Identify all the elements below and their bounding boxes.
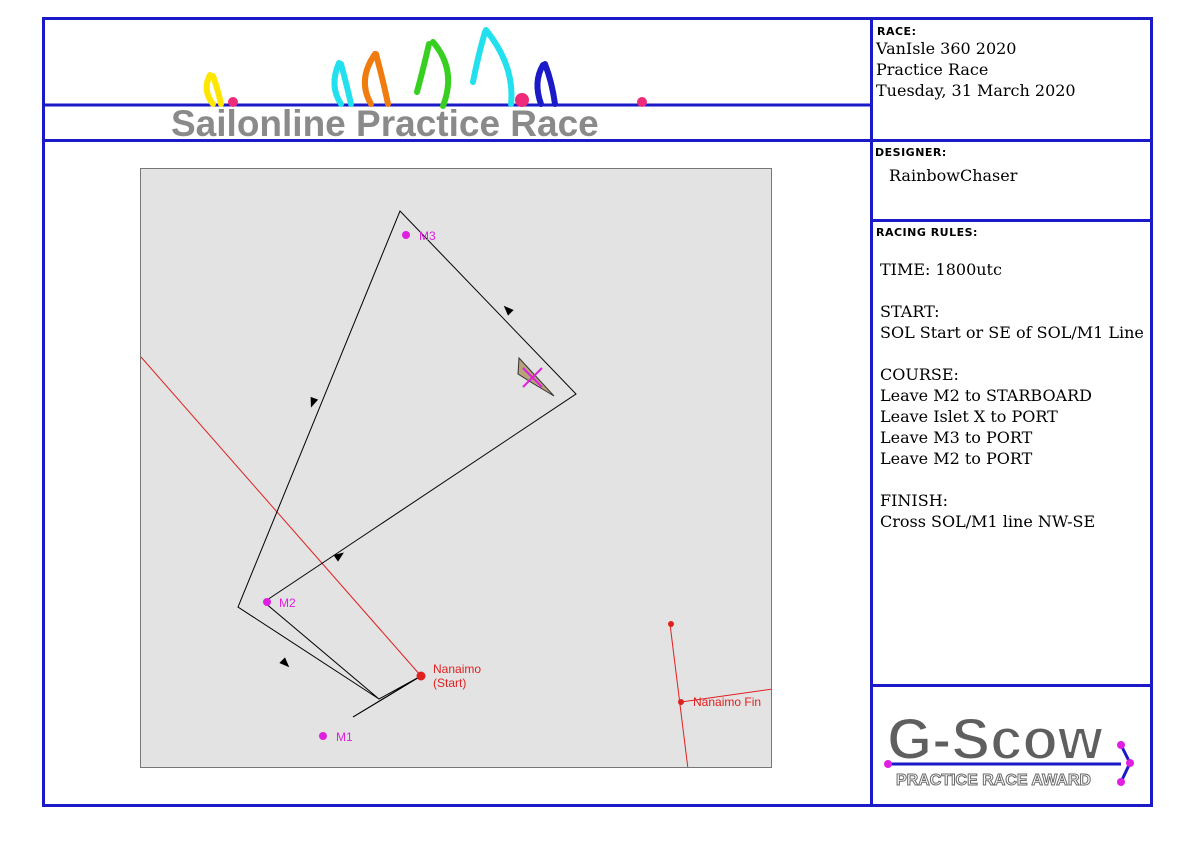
race-date: Tuesday, 31 March 2020 bbox=[876, 81, 1076, 100]
rules-time: TIME: 1800utc bbox=[880, 260, 1002, 279]
race-label: RACE: bbox=[877, 25, 917, 38]
designer-name: RainbowChaser bbox=[889, 166, 1018, 185]
header-title: Sailonline Practice Race bbox=[171, 103, 599, 139]
direction-arrow-icon bbox=[503, 305, 514, 316]
mark-m1 bbox=[319, 732, 327, 740]
rules-course-line: Leave M2 to STARBOARD bbox=[880, 386, 1092, 405]
race-type: Practice Race bbox=[876, 60, 989, 79]
rules-label: RACING RULES: bbox=[876, 226, 978, 239]
direction-arrow-icon bbox=[310, 396, 319, 408]
designer-label: DESIGNER: bbox=[875, 146, 947, 159]
start-sublabel: (Start) bbox=[433, 676, 466, 690]
rules-start-heading: START: bbox=[880, 302, 940, 321]
course-map: M3 M2 M1 Nanaimo (Start) Nanaimo Fin bbox=[140, 168, 772, 768]
finish-label: Nanaimo Fin bbox=[693, 695, 761, 709]
start-marker bbox=[416, 671, 426, 681]
race-name: VanIsle 360 2020 bbox=[876, 39, 1017, 58]
islet-x-icon bbox=[522, 367, 543, 388]
mark-m2-label: M2 bbox=[279, 596, 296, 610]
rules-course-line: Leave M2 to PORT bbox=[880, 449, 1033, 468]
award-panel bbox=[870, 684, 1153, 807]
g-scow-award-logo: G-Scow PRACTICE RACE AWARD bbox=[884, 706, 1134, 790]
award-subtitle: PRACTICE RACE AWARD bbox=[896, 772, 1091, 789]
rules-start-text: SOL Start or SE of SOL/M1 Line bbox=[880, 323, 1144, 342]
direction-arrow-icon bbox=[279, 657, 290, 668]
finish-marker bbox=[678, 699, 684, 705]
direction-arrow-icon bbox=[333, 552, 344, 562]
rules-course-line: Leave M3 to PORT bbox=[880, 428, 1033, 447]
course-route bbox=[237, 210, 577, 718]
start-line bbox=[141, 356, 422, 677]
sailonline-logo: Sailonline Practice Race bbox=[45, 27, 870, 139]
award-title: G-Scow bbox=[887, 707, 1104, 772]
finish-end-marker bbox=[668, 621, 674, 627]
mark-m3-label: M3 bbox=[419, 229, 436, 243]
mark-m2 bbox=[263, 598, 271, 606]
rules-course-line: Leave Islet X to PORT bbox=[880, 407, 1058, 426]
rules-finish-heading: FINISH: bbox=[880, 491, 949, 510]
rules-course-heading: COURSE: bbox=[880, 365, 959, 384]
islet-x-shape bbox=[517, 356, 555, 397]
course-route-start-leg bbox=[352, 675, 422, 718]
start-label: Nanaimo bbox=[433, 662, 481, 676]
finish-line bbox=[669, 623, 689, 767]
mark-m1-label: M1 bbox=[336, 730, 353, 744]
finish-line bbox=[680, 688, 771, 703]
rules-finish-text: Cross SOL/M1 line NW-SE bbox=[880, 512, 1096, 531]
mark-m3 bbox=[402, 231, 410, 239]
